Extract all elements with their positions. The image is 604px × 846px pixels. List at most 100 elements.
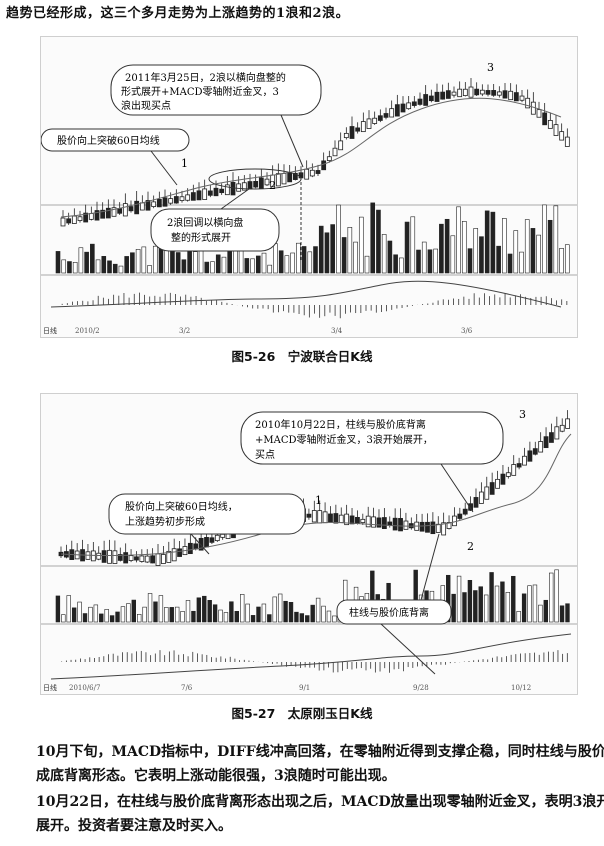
candle-body bbox=[462, 508, 468, 515]
candle-body bbox=[311, 510, 317, 523]
candle-body bbox=[513, 92, 519, 102]
candle-body bbox=[315, 170, 321, 174]
bar bbox=[318, 225, 324, 274]
wave-label-2: 2 bbox=[467, 540, 474, 553]
bar bbox=[126, 603, 131, 623]
bar bbox=[223, 612, 229, 623]
bar bbox=[255, 255, 261, 274]
candle-body bbox=[484, 486, 490, 500]
axis-tick-1: 2010/2 bbox=[75, 327, 100, 335]
bar bbox=[240, 594, 245, 623]
bar bbox=[341, 237, 347, 274]
candle-body bbox=[508, 90, 514, 101]
bar bbox=[324, 232, 330, 274]
timeframe-label: 日线 bbox=[43, 683, 57, 692]
candle-body bbox=[451, 91, 457, 96]
bar bbox=[82, 613, 88, 623]
candle-body bbox=[196, 190, 202, 201]
candle-body bbox=[224, 184, 230, 196]
bar bbox=[456, 575, 462, 623]
bar bbox=[507, 253, 513, 274]
bar bbox=[207, 600, 212, 623]
annotation-ma60: 股价向上突破60日均线 bbox=[57, 134, 160, 147]
candle-body bbox=[522, 455, 527, 466]
bar bbox=[164, 607, 169, 623]
bar bbox=[84, 251, 89, 274]
candle-body bbox=[117, 208, 123, 214]
candle-body bbox=[425, 521, 430, 533]
bar bbox=[505, 592, 511, 623]
candlestick-series bbox=[60, 77, 570, 227]
bar bbox=[267, 264, 273, 274]
candle-body bbox=[264, 178, 270, 186]
candle-body bbox=[428, 95, 434, 102]
timeframe-label: 日线 bbox=[43, 326, 57, 335]
bar bbox=[272, 596, 277, 623]
candle-body bbox=[371, 516, 376, 528]
bar bbox=[553, 205, 559, 274]
wave-label-1: 1 bbox=[315, 494, 322, 507]
axis-tick-2: 7/6 bbox=[181, 684, 193, 692]
bar bbox=[483, 594, 489, 623]
candle-body bbox=[338, 514, 344, 523]
bar bbox=[376, 209, 381, 274]
candle-body bbox=[549, 432, 554, 443]
candle-body bbox=[179, 196, 185, 201]
bar bbox=[135, 249, 141, 274]
bar bbox=[559, 605, 565, 623]
bar bbox=[496, 245, 501, 274]
wave-label-1: 1 bbox=[181, 157, 188, 170]
candle-body bbox=[383, 113, 389, 118]
candle-body bbox=[292, 172, 298, 180]
bar bbox=[107, 260, 112, 274]
bar bbox=[215, 254, 221, 274]
candle-body bbox=[322, 511, 328, 524]
axis-tick-3: 3/4 bbox=[331, 327, 343, 335]
bar bbox=[250, 615, 256, 623]
candle-body bbox=[77, 216, 83, 221]
bar bbox=[484, 210, 490, 274]
candle-body bbox=[406, 102, 412, 110]
bar bbox=[204, 261, 210, 274]
bar bbox=[315, 597, 321, 623]
candle-body bbox=[525, 97, 531, 109]
candle-body bbox=[376, 517, 382, 528]
candle-body bbox=[377, 115, 383, 121]
bar bbox=[67, 261, 72, 274]
candle-body bbox=[117, 554, 123, 561]
bar bbox=[524, 219, 530, 274]
bar bbox=[261, 603, 267, 623]
bar bbox=[152, 245, 158, 274]
candle-body bbox=[134, 200, 140, 215]
candle-body bbox=[204, 537, 209, 548]
candle-body bbox=[547, 120, 553, 129]
bar bbox=[77, 601, 82, 623]
annotation-main-line1: 2011年3月25日，2浪以横向盘整的 bbox=[125, 71, 286, 84]
bar bbox=[55, 251, 61, 274]
bar bbox=[462, 592, 467, 623]
wave-label-3: 3 bbox=[519, 408, 526, 421]
bar bbox=[467, 248, 473, 274]
candle-body bbox=[479, 89, 485, 95]
candle-body bbox=[190, 192, 196, 201]
figure1-caption: 图5-26 宁波联合日K线 bbox=[231, 349, 373, 364]
candle-body bbox=[434, 91, 440, 102]
candle-body bbox=[139, 555, 145, 562]
candle-body bbox=[496, 91, 502, 96]
candle-body bbox=[145, 200, 151, 211]
candle-body bbox=[478, 491, 484, 504]
candle-body bbox=[151, 201, 157, 207]
bar bbox=[530, 228, 536, 274]
candle-body bbox=[349, 126, 355, 139]
bar bbox=[410, 216, 416, 274]
bar bbox=[93, 604, 99, 623]
candle-body bbox=[60, 217, 66, 227]
axis-tick-2: 3/2 bbox=[179, 327, 190, 335]
candle-body bbox=[326, 156, 332, 162]
bar bbox=[461, 221, 467, 274]
bar bbox=[130, 252, 135, 274]
annotation-divergence: 柱线与股价底背离 bbox=[349, 606, 429, 619]
candle-body bbox=[71, 215, 77, 224]
bar bbox=[554, 569, 559, 623]
candle-body bbox=[150, 555, 156, 564]
